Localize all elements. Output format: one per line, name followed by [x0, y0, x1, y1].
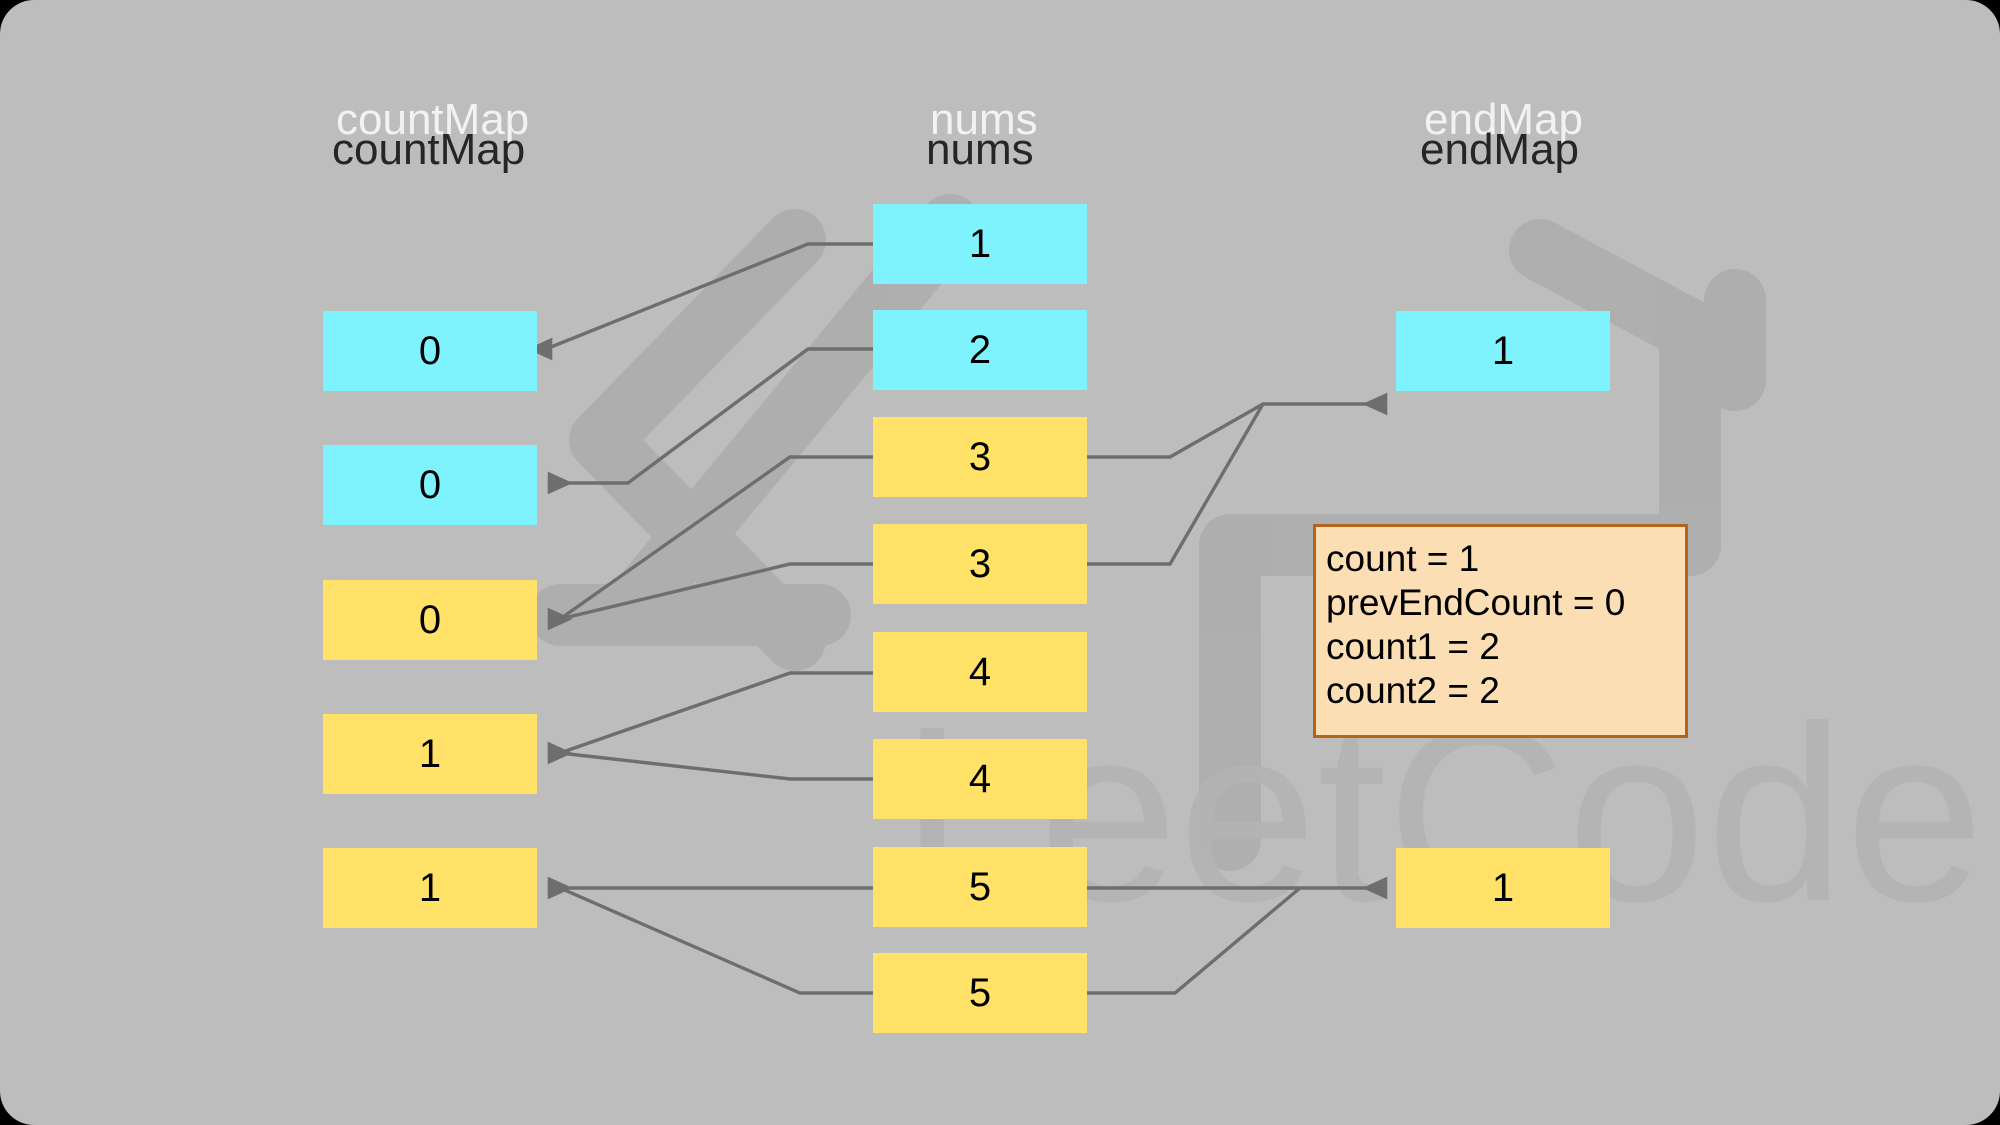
nums-cell[interactable]: 3: [873, 524, 1087, 604]
endmap-cell[interactable]: 1: [1396, 848, 1610, 928]
nums-cell[interactable]: 4: [873, 739, 1087, 819]
link-nums0-countmap0: [527, 242, 873, 361]
nums-cell[interactable]: 5: [873, 953, 1087, 1033]
nums-cell[interactable]: 4: [873, 632, 1087, 712]
endmap-heading-light: endMap: [1424, 95, 1584, 144]
countmap-cell[interactable]: 0: [323, 445, 537, 525]
link-nums5-countmap3: [559, 751, 873, 781]
countmap-cell[interactable]: 0: [323, 311, 537, 391]
nums-cell[interactable]: 5: [873, 847, 1087, 927]
nums-cell[interactable]: 2: [873, 310, 1087, 390]
countmap-heading-dark: countMap: [332, 125, 526, 174]
nums-cell[interactable]: 1: [873, 204, 1087, 284]
countmap-cell[interactable]: 1: [323, 714, 537, 794]
info-line-count2: count2 = 2: [1326, 670, 1500, 712]
info-line-prevendcount: prevEndCount = 0: [1326, 582, 1626, 624]
nums-heading-light: nums: [930, 95, 1038, 144]
countmap-heading-light: countMap: [336, 95, 530, 144]
countmap-cell[interactable]: 0: [323, 580, 537, 660]
link-nums1-countmap1: [547, 347, 873, 495]
endmap-cell[interactable]: 1: [1396, 311, 1610, 391]
link-nums4-countmap3: [547, 671, 873, 765]
countmap-cell[interactable]: 1: [323, 848, 537, 928]
nums-cell[interactable]: 3: [873, 417, 1087, 497]
info-line-count1: count1 = 2: [1326, 626, 1500, 668]
link-nums7-countmap4: [559, 886, 873, 995]
info-line-count: count = 1: [1326, 538, 1480, 579]
link-nums3-endmap0: [1087, 403, 1265, 566]
link-nums2-endmap0: [1087, 392, 1388, 459]
nums-heading-dark: nums: [926, 125, 1034, 174]
link-nums7-endmap1: [1087, 886, 1302, 995]
link-nums2-countmap2: [547, 455, 873, 631]
variable-info-panel: count = 1 prevEndCount = 0 count1 = 2 co…: [1313, 524, 1688, 738]
link-nums3-countmap2: [559, 562, 873, 621]
endmap-heading-dark: endMap: [1420, 125, 1580, 174]
